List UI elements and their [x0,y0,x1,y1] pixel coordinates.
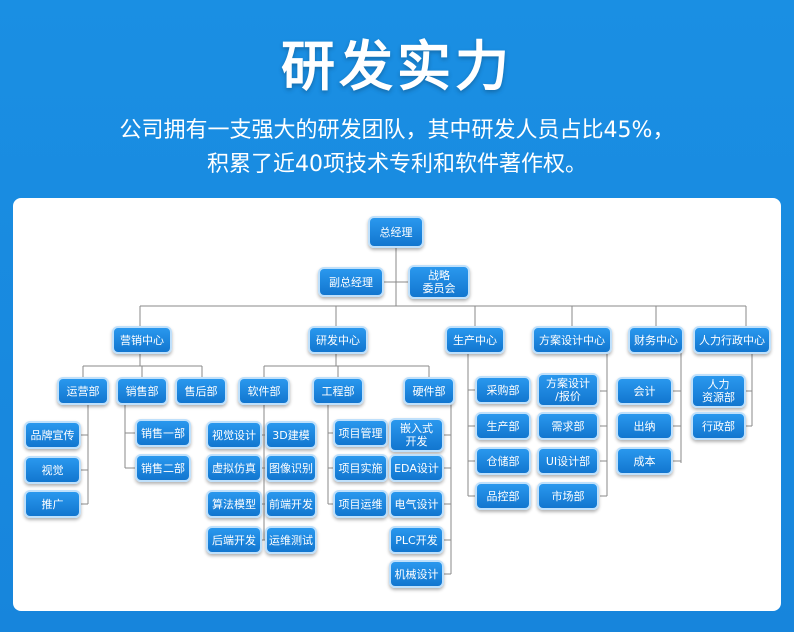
node-dept-operations: 运营部 [57,377,109,405]
node-project-ops: 项目运维 [333,490,388,518]
node-brand-promotion: 品牌宣传 [24,421,81,449]
node-center-marketing: 营销中心 [112,326,172,354]
node-dept-software: 软件部 [238,377,290,405]
node-mechanical-design: 机械设计 [389,560,444,588]
node-sales-2: 销售二部 [135,454,191,482]
node-human-resources: 人力 资源部 [691,374,746,408]
node-embedded-dev: 嵌入式 开发 [389,418,444,452]
node-visual-design: 视觉设计 [206,421,262,449]
node-dept-aftersales: 售后部 [175,377,227,405]
node-virtual-sim: 虚拟仿真 [206,454,262,482]
node-dept-engineering: 工程部 [312,377,364,405]
node-requirements: 需求部 [537,412,599,440]
node-market: 市场部 [537,482,599,510]
node-center-solution: 方案设计中心 [532,326,612,354]
node-center-hr: 人力行政中心 [693,326,771,354]
page-title: 研发实力 [281,35,513,98]
node-production-dept: 生产部 [475,412,531,440]
node-backend-dev: 后端开发 [206,526,262,554]
node-administration: 行政部 [691,412,746,440]
node-frontend-dev: 前端开发 [265,490,317,518]
node-deputy: 副总经理 [318,267,384,297]
org-chart-panel: 总经理 副总经理 战略 委员会 营销中心 研发中心 生产中心 方案设计中心 财务… [13,198,781,611]
node-ops-testing: 运维测试 [265,526,317,554]
node-ui-design: UI设计部 [537,447,599,475]
node-plc-dev: PLC开发 [389,526,444,554]
node-3d-modeling: 3D建模 [265,421,317,449]
node-visual: 视觉 [24,456,81,484]
node-project-mgmt: 项目管理 [333,419,388,447]
node-eda-design: EDA设计 [389,454,444,482]
node-center-finance: 财务中心 [628,326,684,354]
node-dept-sales: 销售部 [116,377,168,405]
node-quality-control: 品控部 [475,482,531,510]
node-center-rnd: 研发中心 [308,326,368,354]
node-procurement: 采购部 [475,376,531,404]
node-warehouse: 仓储部 [475,447,531,475]
node-algorithm-model: 算法模型 [206,490,262,518]
connector-lines [81,248,753,575]
node-ceo: 总经理 [368,216,424,248]
subtitle-line-2: 积累了近40项技术专利和软件著作权。 [207,152,587,177]
node-accounting: 会计 [616,377,673,405]
node-sales-1: 销售一部 [135,419,191,447]
node-cost: 成本 [616,447,673,475]
node-solution-quote: 方案设计 /报价 [537,373,599,407]
node-dept-hardware: 硬件部 [403,377,455,405]
node-cashier: 出纳 [616,412,673,440]
node-strategy: 战略 委员会 [408,265,470,299]
node-electrical-design: 电气设计 [389,490,444,518]
node-image-recognition: 图像识别 [265,454,317,482]
subtitle-line-1: 公司拥有一支强大的研发团队，其中研发人员占比45%， [119,118,675,143]
node-project-impl: 项目实施 [333,454,388,482]
node-promotion: 推广 [24,490,81,518]
node-center-production: 生产中心 [445,326,505,354]
